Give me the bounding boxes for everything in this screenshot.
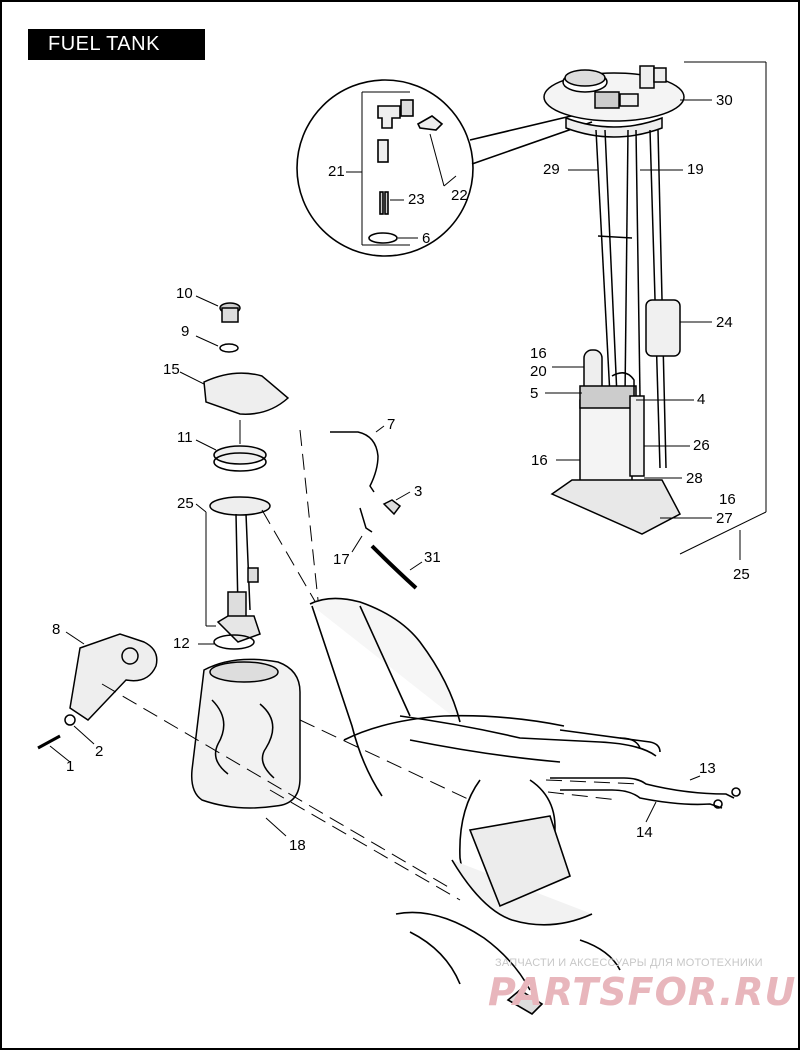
callout-21: 21 (328, 163, 345, 180)
callout-16b: 16 (531, 452, 548, 469)
callout-14: 14 (636, 824, 653, 841)
callout-24: 24 (716, 314, 733, 331)
callout-6: 6 (422, 230, 431, 247)
fuel-pump-assembly (543, 65, 685, 535)
detail-inset (296, 79, 593, 257)
callout-23: 23 (408, 191, 425, 208)
callout-3: 3 (414, 483, 423, 500)
callout-16c: 16 (719, 491, 736, 508)
callout-17: 17 (333, 551, 350, 568)
callout-9: 9 (181, 323, 190, 340)
callout-26: 26 (693, 437, 710, 454)
callout-18: 18 (289, 837, 306, 854)
callout-2: 2 (95, 743, 104, 760)
callout-16a: 16 (530, 345, 547, 362)
callout-13: 13 (699, 760, 716, 777)
callout-10: 10 (176, 285, 193, 302)
callout-31: 31 (424, 549, 441, 566)
callout-20: 20 (530, 363, 547, 380)
watermark-text: ЗАПЧАСТИ И АКСЕССУАРЫ ДЛЯ МОТОТЕХНИКИ (495, 957, 763, 969)
callout-4: 4 (697, 391, 706, 408)
callout-12: 12 (173, 635, 190, 652)
callout-29: 29 (543, 161, 560, 178)
leader-lines (545, 61, 767, 560)
callout-25b: 25 (733, 566, 750, 583)
callout-25a: 25 (177, 495, 194, 512)
assembly-dashed-lines (101, 429, 641, 901)
callout-30: 30 (716, 92, 733, 109)
callout-7: 7 (387, 416, 396, 433)
callout-22: 22 (451, 187, 468, 204)
callout-11: 11 (177, 429, 193, 446)
callout-8: 8 (52, 621, 61, 638)
tank-parts (37, 295, 423, 837)
callout-19: 19 (687, 161, 704, 178)
callout-5: 5 (530, 385, 539, 402)
page-title: FUEL TANK (28, 29, 205, 60)
callout-28: 28 (686, 470, 703, 487)
motorcycle-frame (309, 597, 741, 1016)
callout-15: 15 (163, 361, 180, 378)
callout-27: 27 (716, 510, 733, 527)
watermark-logo: PARTSFOR.RU (488, 970, 797, 1014)
callout-1: 1 (66, 758, 75, 775)
